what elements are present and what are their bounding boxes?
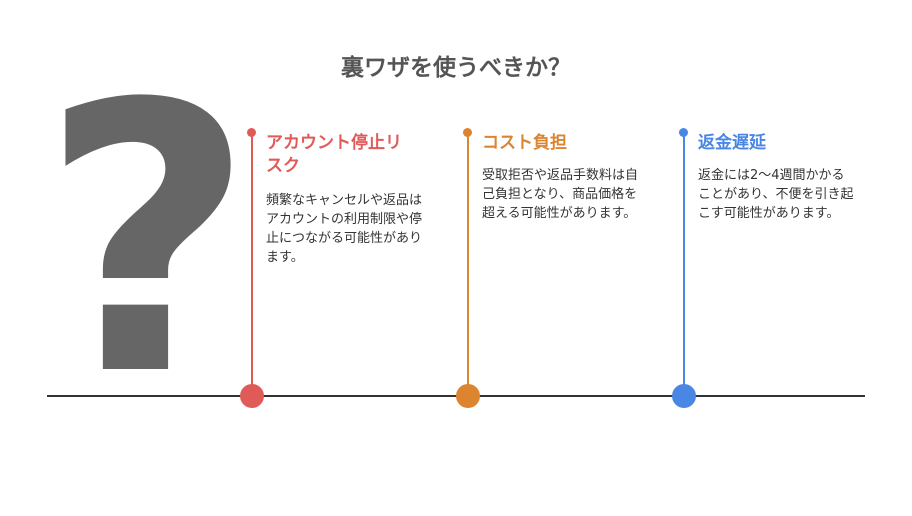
item-description: 受取拒否や返品手数料は自己負担となり、商品価格を超える可能性があります。 — [482, 168, 639, 221]
timeline-marker — [456, 384, 480, 408]
item-title: 返金遅延 — [698, 133, 766, 153]
diagram-title: 裏ワザを使うべきか？ — [341, 55, 571, 81]
item-description: 返金には2〜4週間かかることがあり、不便を引き起こす可能性があります。 — [698, 168, 854, 221]
item-title: コスト負担 — [482, 133, 567, 153]
timeline-marker — [672, 384, 696, 408]
item-title: アカウント停止リスク — [266, 133, 402, 176]
pin-line — [467, 132, 469, 395]
pin-line — [251, 132, 253, 395]
pin-line — [683, 132, 685, 395]
item-description: 頻繁なキャンセルや返品はアカウントの利用制限や停止につながる可能性があります。 — [266, 193, 423, 265]
timeline-marker — [240, 384, 264, 408]
question-mark-icon: ? — [40, 27, 255, 457]
